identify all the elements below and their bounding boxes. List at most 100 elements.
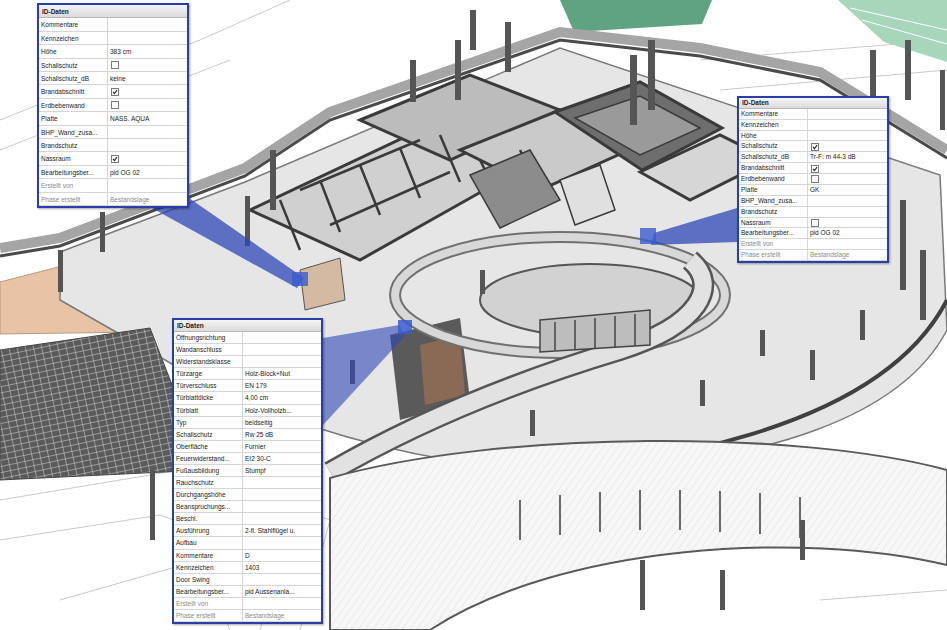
property-row: Bearbeitungsber...pid OG 02 — [739, 228, 887, 239]
checkbox — [111, 61, 119, 69]
column-divider — [242, 344, 243, 355]
property-value: 383 cm — [110, 45, 131, 58]
column-divider — [807, 207, 808, 217]
property-value: pid Aussenanla... — [245, 586, 295, 598]
checkbox — [811, 143, 819, 151]
property-name: Erstellt von — [176, 598, 208, 610]
property-row: Brandabschnitt — [739, 163, 887, 174]
property-value: Rw 25 dB — [245, 429, 273, 441]
property-name: Kennzeichen — [176, 562, 214, 574]
property-name: Höhe — [741, 131, 757, 142]
property-value: 4,00 cm — [245, 392, 268, 404]
property-name: Ausführung — [176, 525, 209, 537]
column-divider — [107, 166, 108, 178]
property-name: Brandschutz — [741, 207, 777, 218]
property-row: Wandanschluss — [174, 344, 321, 356]
property-name: Phase erstellt — [41, 193, 80, 206]
column-divider — [807, 250, 808, 260]
check-mark — [812, 166, 818, 172]
property-name: Widerstandsklasse — [176, 356, 231, 368]
column-divider — [242, 392, 243, 403]
property-row: Kommentare — [39, 18, 187, 31]
property-name: Fußausbildung — [176, 465, 219, 477]
column-divider — [807, 141, 808, 151]
green-area — [560, 0, 947, 62]
checkbox — [811, 219, 819, 227]
property-row: Schallschutz — [39, 59, 187, 72]
property-row: Phase erstelltBestandslage — [39, 193, 187, 206]
property-row: BHP_Wand_zusa... — [739, 196, 887, 207]
property-name: Erdbebenwand — [41, 99, 85, 112]
panel-header: ID-Daten — [39, 5, 187, 18]
property-name: Türzarge — [176, 368, 202, 380]
properties-panel: ID-DatenKommentareKennzeichenHöheSchalls… — [737, 96, 889, 263]
property-value: 2-fl. Stahlflügel u. — [245, 525, 295, 537]
column-divider — [242, 380, 243, 391]
property-row: Brandschutz — [739, 207, 887, 218]
property-name: Öffnungsrichtung — [176, 332, 225, 344]
column-divider — [107, 32, 108, 44]
properties-panel: ID-DatenÖffnungsrichtungWandanschlussWid… — [172, 318, 323, 624]
property-row: TürverschlussEN 179 — [174, 380, 321, 392]
column-divider — [242, 417, 243, 428]
column-divider — [242, 368, 243, 379]
property-row: BHP_Wand_zusa... — [39, 126, 187, 139]
property-row: TürzargeHolz-Block+Nut — [174, 368, 321, 380]
property-name: Schallschutz — [741, 141, 778, 152]
property-name: Door Swing — [176, 574, 210, 586]
checkbox — [111, 101, 119, 109]
property-row: Nassraum — [39, 152, 187, 165]
property-row: Kennzeichen — [39, 32, 187, 45]
panel-title: ID-Daten — [177, 320, 204, 332]
property-row: Öffnungsrichtung — [174, 332, 321, 344]
property-name: Aufbau — [176, 537, 197, 549]
property-row: KommentareD — [174, 550, 321, 562]
column-divider — [242, 405, 243, 416]
property-name: Nassraum — [741, 218, 771, 229]
rooms — [250, 75, 770, 260]
property-row: Erstellt von — [174, 598, 321, 610]
column-divider — [242, 356, 243, 367]
property-name: Beanspruchungs... — [176, 501, 230, 513]
glazing — [520, 490, 800, 540]
property-name: Phase erstellt — [176, 610, 215, 622]
property-value: Bestandslage — [245, 610, 284, 622]
property-name: Brandschutz — [41, 139, 77, 152]
property-name: Bearbeitungsber... — [741, 228, 794, 239]
property-name: Kommentare — [41, 18, 78, 31]
column-divider — [242, 489, 243, 500]
property-name: Bearbeitungsber... — [41, 166, 94, 179]
checkbox — [111, 155, 119, 163]
property-row: Türblattdicke4,00 cm — [174, 392, 321, 404]
column-divider — [107, 152, 108, 164]
column-divider — [242, 441, 243, 452]
property-name: Erdbebenwand — [741, 174, 785, 185]
property-name: Platte — [41, 112, 58, 125]
property-value: Tr-F: m 44-3 dB — [810, 152, 856, 163]
column-divider — [242, 513, 243, 524]
property-row: Kennzeichen — [739, 120, 887, 131]
column-divider — [807, 196, 808, 206]
column-divider — [107, 59, 108, 71]
property-value: Holz-Vollholzb... — [245, 405, 292, 417]
property-row: Widerstandsklasse — [174, 356, 321, 368]
property-name: Phase erstellt — [741, 250, 780, 261]
column-divider — [107, 72, 108, 84]
property-row: Kommentare — [739, 109, 887, 120]
column-divider — [107, 85, 108, 97]
property-name: Kommentare — [741, 109, 778, 120]
property-name: Feuerwiderstand... — [176, 453, 230, 465]
property-value: D — [245, 550, 250, 562]
property-row: OberflächeFurnier — [174, 441, 321, 453]
column-divider — [807, 109, 808, 119]
property-row: Beanspruchungs... — [174, 501, 321, 513]
property-name: Schallschutz_dB — [41, 72, 89, 85]
property-name: Bearbeitungsber... — [176, 586, 229, 598]
column-divider — [242, 453, 243, 464]
property-name: Türblatt — [176, 405, 198, 417]
column-divider — [242, 537, 243, 548]
property-name: Kennzeichen — [741, 120, 779, 131]
property-name: BHP_Wand_zusa... — [41, 126, 97, 139]
property-row: Rauchschutz — [174, 477, 321, 489]
